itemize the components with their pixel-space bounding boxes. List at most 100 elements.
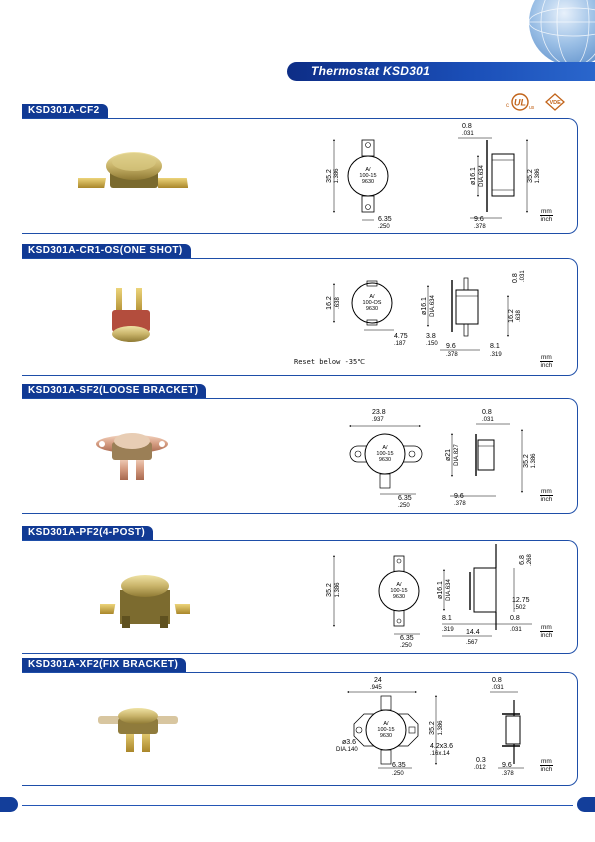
svg-text:0.8: 0.8 [512,273,519,283]
svg-text:16.2: 16.2 [508,309,515,323]
svg-text:.031: .031 [510,627,522,633]
svg-text:.378: .378 [474,224,486,230]
svg-text:.378: .378 [454,501,466,507]
product-photo [93,566,197,635]
svg-text:35.2: 35.2 [523,454,530,468]
svg-text:.250: .250 [398,503,410,509]
svg-text:24: 24 [374,677,382,684]
svg-text:4.75: 4.75 [394,333,408,340]
svg-text:0.3: 0.3 [476,757,486,764]
svg-text:DIA.634: DIA.634 [479,165,485,187]
front-view-drawing: 16.2 .638 A/ 100-OS 9630 4.75 .187 [324,274,424,361]
svg-text:.502: .502 [514,605,526,611]
svg-text:.319: .319 [442,627,454,633]
footer-tab-left [0,797,18,812]
svg-text:.250: .250 [378,224,390,230]
svg-text:0.8: 0.8 [510,615,520,622]
svg-text:A/: A/ [396,582,402,588]
svg-text:9630: 9630 [362,179,374,185]
svg-text:.250: .250 [400,643,412,649]
svg-text:6.35: 6.35 [400,635,414,642]
svg-text:.150: .150 [426,341,438,347]
svg-text:A/: A/ [382,445,388,451]
product-photo [76,144,189,204]
svg-text:9630: 9630 [393,594,405,600]
svg-text:100-15: 100-15 [376,451,393,457]
svg-text:0.8: 0.8 [492,677,502,684]
product-section-sf2: KSD301A-SF2(LOOSE BRACKET) 23.8 .937 A/ … [22,384,578,514]
svg-text:9630: 9630 [380,733,392,739]
svg-text:9630: 9630 [366,306,378,312]
svg-text:6.35: 6.35 [398,495,412,502]
product-section-cf2: KSD301A-CF2 35.2 1.386 A/ 100-15 9630 6.… [22,104,578,234]
svg-text:UL: UL [514,98,526,108]
ul-prefix: c [506,103,509,109]
svg-text:100-15: 100-15 [377,727,394,733]
svg-text:A/: A/ [365,167,371,173]
svg-text:1.386: 1.386 [335,582,341,598]
svg-text:100-OS: 100-OS [363,300,382,306]
svg-text:0.8: 0.8 [462,123,472,130]
svg-text:ø16.1: ø16.1 [470,167,477,185]
svg-text:.187: .187 [394,341,406,347]
certification-marks: c UL us VDE [502,90,580,112]
product-photo [106,284,158,351]
section-frame [22,398,578,514]
page-title: Thermostat KSD301 [311,64,431,78]
svg-text:9.6: 9.6 [446,343,456,350]
svg-text:ø3.6: ø3.6 [342,739,356,746]
globe-graphic [513,0,595,62]
product-photo [92,428,172,489]
svg-text:0.8: 0.8 [482,409,492,416]
section-frame [22,258,578,376]
svg-text:.250: .250 [392,771,404,777]
section-frame [22,118,578,234]
svg-text:A/: A/ [383,721,389,727]
svg-text:23.8: 23.8 [372,409,386,416]
svg-text:.031: .031 [482,417,494,423]
front-view-drawing: 35.2 1.386 A/ 100-15 9630 6.35 .250 [324,540,424,657]
svg-text:.319: .319 [490,352,502,358]
svg-text:9630: 9630 [379,457,391,463]
svg-text:14.4: 14.4 [466,629,480,636]
svg-text:.638: .638 [335,297,341,309]
product-title: KSD301A-XF2(FIX BRACKET) [22,658,187,672]
reset-note: Reset below -35℃ [294,358,366,366]
vde-logo-icon: VDE [545,93,565,111]
svg-text:.378: .378 [502,771,514,777]
side-view-drawing: 0.8 .031 ø21 DIA.827 35.2 1.386 9.6 .378 [440,404,544,517]
svg-text:4.2x3.6: 4.2x3.6 [430,743,453,750]
svg-text:6.8: 6.8 [519,555,526,565]
footer-divider [22,805,573,806]
product-title: KSD301A-SF2(LOOSE BRACKET) [22,384,207,398]
side-view-drawing: 0.8 .031 0.3 .012 9.6 .378 [462,674,542,791]
svg-text:.031: .031 [492,685,504,691]
svg-text:.378: .378 [446,352,458,358]
svg-text:A/: A/ [369,294,375,300]
product-section-xf2: KSD301A-XF2(FIX BRACKET) 24 .945 A/ 100-… [22,658,578,788]
svg-text:35.2: 35.2 [326,583,333,597]
product-title: KSD301A-CF2 [22,104,108,118]
svg-text:.945: .945 [370,685,382,691]
svg-text:100-15: 100-15 [359,173,376,179]
svg-text:100-15: 100-15 [390,588,407,594]
section-frame [22,672,578,786]
svg-text:1.386: 1.386 [438,720,444,736]
svg-text:6.35: 6.35 [392,762,406,769]
svg-text:8.1: 8.1 [490,343,500,350]
svg-text:.031: .031 [462,131,474,137]
ul-logo-icon: UL [511,93,529,111]
side-view-drawing: ø16.1 DIA.634 0.8 .031 16.2 .638 3.8 .15… [420,260,540,377]
svg-text:3.8: 3.8 [426,333,436,340]
svg-text:.012: .012 [474,765,486,771]
svg-text:.268: .268 [527,554,533,566]
svg-text:8.1: 8.1 [442,615,452,622]
svg-text:ø16.1: ø16.1 [421,297,428,315]
svg-text:9.6: 9.6 [454,493,464,500]
svg-text:.567: .567 [466,640,478,646]
svg-text:6.35: 6.35 [378,216,392,223]
